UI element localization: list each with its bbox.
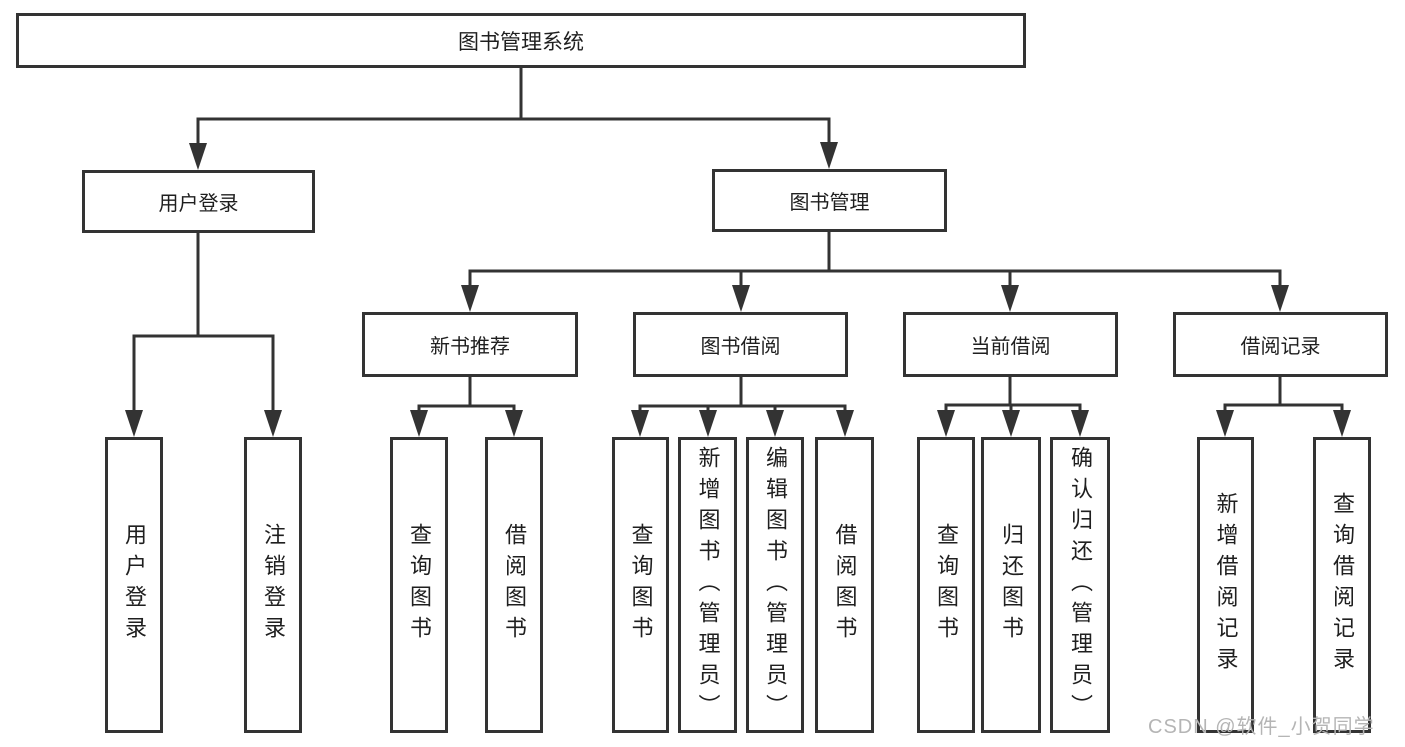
node-user-login: 用户登录 <box>82 170 315 233</box>
leaf-return-book: 归还图书 <box>981 437 1041 733</box>
leaf-query-books-newbooks: 查询图书 <box>390 437 448 733</box>
node-book-management: 图书管理 <box>712 169 947 232</box>
leaf-add-book-admin: 新增图书（管理员） <box>678 437 737 733</box>
leaf-add-borrow-record: 新增借阅记录 <box>1197 437 1254 733</box>
leaf-query-borrow-record: 查询借阅记录 <box>1313 437 1371 733</box>
leaf-query-books-borrow: 查询图书 <box>612 437 669 733</box>
node-borrow-records: 借阅记录 <box>1173 312 1388 377</box>
leaf-logout: 注销登录 <box>244 437 302 733</box>
leaf-user-login: 用户登录 <box>105 437 163 733</box>
node-book-borrow: 图书借阅 <box>633 312 848 377</box>
node-new-book-recommend: 新书推荐 <box>362 312 578 377</box>
leaf-borrow-books-borrow: 借阅图书 <box>815 437 874 733</box>
leaf-borrow-books-newbooks: 借阅图书 <box>485 437 543 733</box>
watermark: CSDN @软件_小贺同学 <box>1148 716 1375 738</box>
leaf-edit-book-admin: 编辑图书（管理员） <box>746 437 804 733</box>
node-root: 图书管理系统 <box>16 13 1026 68</box>
node-current-borrow: 当前借阅 <box>903 312 1118 377</box>
leaf-confirm-return-admin: 确认归还（管理员） <box>1050 437 1110 733</box>
leaf-query-books-current: 查询图书 <box>917 437 975 733</box>
